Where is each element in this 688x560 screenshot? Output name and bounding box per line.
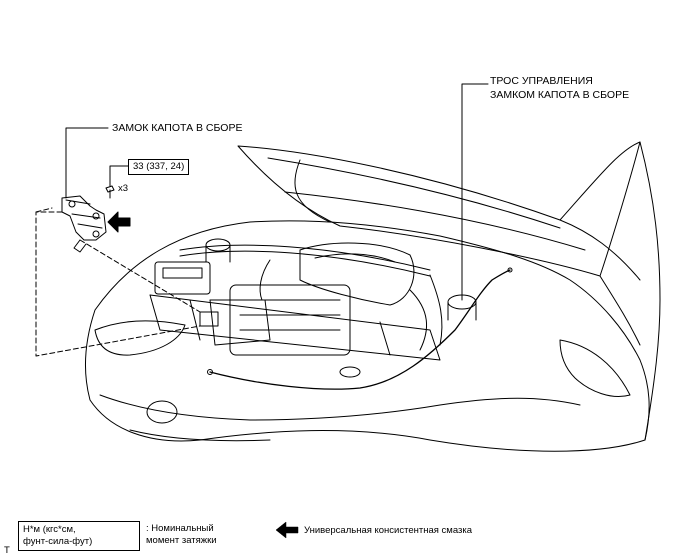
lock-label: ЗАМОК КАПОТА В СБОРЕ bbox=[112, 122, 243, 134]
lock-leader bbox=[65, 127, 109, 199]
legend-torque-line1: : Номинальный bbox=[146, 523, 214, 534]
corner-mark: T bbox=[4, 545, 10, 556]
legend-arrow-icon bbox=[275, 521, 299, 539]
cable-label-line1: ТРОС УПРАВЛЕНИЯ bbox=[490, 75, 593, 87]
legend-grease-label: Универсальная консистентная смазка bbox=[304, 525, 473, 536]
legend-torque-line2: момент затяжки bbox=[146, 535, 217, 546]
battery bbox=[154, 261, 211, 295]
cable-leader bbox=[461, 83, 489, 301]
headlight-right bbox=[559, 339, 631, 397]
hood bbox=[237, 141, 641, 277]
intake-manifold bbox=[299, 242, 415, 306]
cable-label-line2: ЗАМКОМ КАПОТА В СБОРЕ bbox=[490, 89, 630, 101]
legend-torque-text: : Номинальный момент затяжки bbox=[146, 523, 217, 547]
legend-unit-box: Н*м (кгс*см, фунт-сила-фут) bbox=[18, 521, 140, 551]
torque-leader bbox=[109, 165, 129, 187]
hood-lock-assembly bbox=[61, 185, 115, 253]
air-box bbox=[209, 299, 271, 346]
torque-box: 33 (337, 24) bbox=[128, 159, 190, 175]
car-body bbox=[84, 220, 650, 452]
projection-lines bbox=[35, 207, 201, 357]
legend-unit-line2: фунт-сила-фут) bbox=[23, 536, 93, 547]
front-bumper bbox=[99, 394, 581, 421]
hood-lock-cable bbox=[209, 269, 511, 390]
engine-block bbox=[229, 284, 351, 356]
headlight-left bbox=[94, 320, 186, 356]
emblem bbox=[146, 400, 178, 424]
grease-arrow bbox=[107, 211, 131, 233]
legend-unit-line1: Н*м (кгс*см, bbox=[23, 524, 76, 535]
quantity-label: x3 bbox=[118, 183, 129, 194]
strut-bar bbox=[179, 244, 431, 271]
